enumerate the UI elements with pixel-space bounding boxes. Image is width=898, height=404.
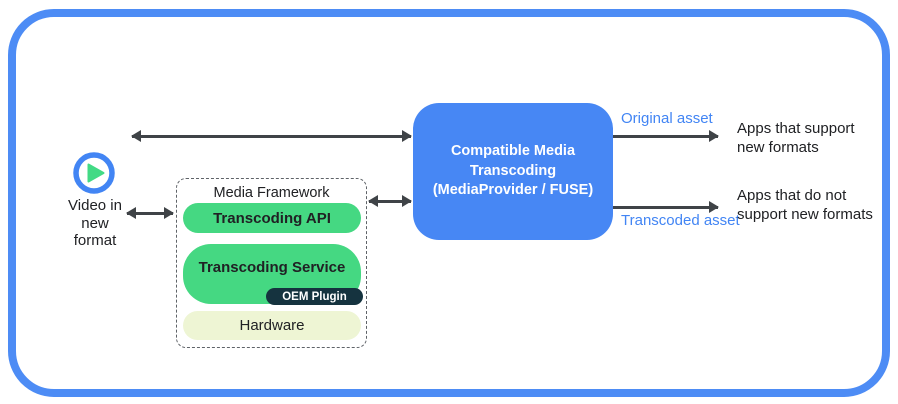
oem-plugin-label: OEM Plugin: [282, 290, 347, 303]
outer-border: [8, 9, 890, 397]
transcoded-asset-label: Transcoded asset: [621, 212, 740, 229]
apps-not-support-new-formats-label: Apps that do not support new formats: [737, 187, 873, 223]
media-framework-box: Media Framework Transcoding API Transcod…: [176, 178, 367, 348]
transcoding-api-layer: Transcoding API: [183, 203, 361, 233]
play-icon: [73, 152, 115, 194]
original-asset-label: Original asset: [621, 110, 713, 127]
transcoding-service-label: Transcoding Service: [198, 258, 346, 276]
hardware-layer: Hardware: [183, 311, 361, 340]
transcoded-asset-arrow: [613, 206, 718, 209]
source-framework-arrow: [127, 212, 173, 215]
original-asset-arrow: [613, 135, 718, 138]
source-label: Video in new format: [68, 197, 122, 249]
apps-support-new-formats-label: Apps that support new formats: [737, 120, 855, 156]
compatible-media-transcoding-box: Compatible Media Transcoding (MediaProvi…: [413, 103, 613, 240]
oem-plugin-badge: OEM Plugin: [266, 288, 363, 305]
hardware-label: Hardware: [239, 317, 305, 334]
source-transcoder-arrow: [132, 135, 411, 138]
framework-transcoder-arrow: [369, 200, 411, 203]
transcoding-api-label: Transcoding API: [213, 209, 331, 227]
media-framework-title: Media Framework: [213, 185, 330, 201]
